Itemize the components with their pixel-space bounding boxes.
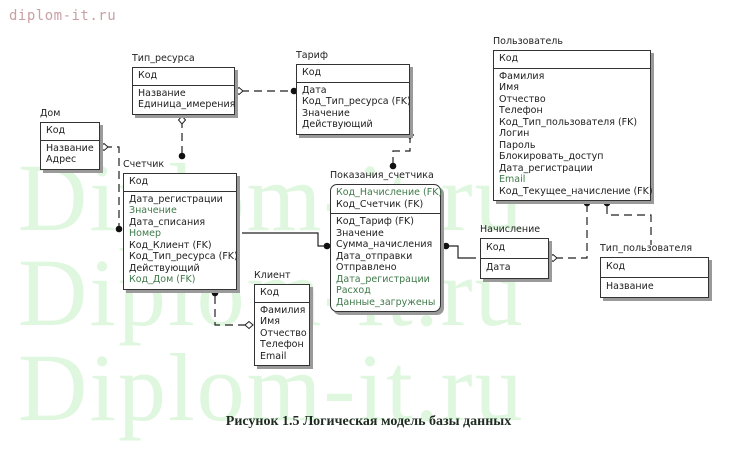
attribute-field: Код_Текущее_начисление (FK) (499, 185, 653, 197)
entity-title: Тариф (296, 50, 328, 61)
key-field: Код_Счетчик (FK) (336, 198, 424, 210)
entity-title: Тип_пользователя (600, 243, 693, 254)
attribute-field: Значение (336, 227, 384, 239)
attribute-field: Единица_имерения (138, 99, 236, 110)
rel-tarif-pokazaniya (392, 135, 411, 166)
entity-title: Показания_счетчика (330, 170, 434, 181)
key-field: Код (260, 287, 280, 298)
attribute-field: Действующий (302, 119, 373, 130)
entity-pokazaniya-schetchika[interactable]: Показания_счетчика Код_Начисление (FK) К… (330, 170, 443, 312)
dot-schetchik-left (115, 225, 123, 233)
attribute-field: Имя (260, 316, 280, 327)
attribute-field: Email (260, 350, 287, 362)
attribute-field: Дата_регистрации (129, 193, 223, 205)
attribute-field: Логин (499, 128, 530, 139)
key-field: Код_Начисление (FK) (336, 187, 443, 198)
dot-schetchik-top (178, 152, 186, 160)
attribute-field: Дата_регистрации (336, 273, 430, 285)
entity-tip-polzovatelya[interactable]: Тип_пользователя Код Название (600, 243, 709, 298)
attribute-field: Данные_загружены (336, 296, 436, 308)
attribute-field: Расход (336, 285, 371, 296)
dot-pokazaniya-left (323, 242, 331, 250)
dot-pokazaniya-top (389, 162, 397, 170)
attribute-field: Дата (302, 84, 327, 96)
entity-polzovatel[interactable]: Пользователь Код Фамилия Имя Отчество Те… (493, 36, 653, 201)
rel-dom-schetchik (104, 146, 120, 229)
attribute-field: Название (606, 280, 654, 292)
attribute-field: Код_Дом (FK) (129, 274, 196, 285)
diamond-dom-schetchik (99, 142, 109, 152)
attribute-field: Значение (129, 205, 177, 216)
attribute-field: Блокировать_доступ (499, 151, 604, 162)
dot-schetchik-bottom (211, 289, 219, 297)
dot-tarif (290, 87, 298, 95)
figure-caption: Рисунок 1.5 Логическая модель базы данны… (225, 414, 512, 429)
attribute-field: Дата_отправки (336, 250, 413, 262)
attribute-field: Номер (129, 228, 161, 239)
rel-tippolz-polzovatel (606, 206, 652, 245)
rel-pokazaniya-nachislenie (446, 245, 476, 259)
attribute-field: Сумма_начисления (336, 239, 433, 250)
diamond-nachislenie-polzovatel (548, 253, 558, 263)
entity-klient[interactable]: Клиент Код Фамилия Имя Отчество Телефон … (254, 270, 310, 366)
attribute-field: Действующий (129, 262, 200, 274)
attribute-field: Дата_регистрации (499, 162, 593, 174)
attribute-field: Отчество (260, 327, 307, 339)
attribute-field: Телефон (260, 339, 304, 350)
rel-schetchik-pokazaniya (242, 232, 327, 247)
dot-pokazaniya-right (442, 242, 450, 250)
watermark-site-header: diplom-it.ru (9, 8, 117, 24)
entity-title: Счетчик (123, 159, 165, 170)
key-field: Код (486, 242, 506, 253)
attribute-field: Телефон (499, 105, 543, 116)
attribute-field: Отправлено (336, 262, 397, 273)
entity-schetchik[interactable]: Счетчик Код Дата_регистрации Значение Да… (123, 159, 238, 290)
attribute-field: Дата (486, 261, 511, 273)
dot-polzovatel-2 (603, 199, 611, 207)
attribute-field: Отчество (499, 93, 546, 105)
key-field: Код (46, 125, 66, 136)
key-field: Код (302, 67, 322, 78)
attribute-field: Email (499, 174, 526, 185)
key-field: Код (499, 53, 519, 64)
attribute-field: Дата_списания (129, 216, 206, 228)
attribute-field: Код_Тип_ресурса (FK) (302, 96, 411, 107)
diamond-tipresursa-tarif (234, 86, 244, 96)
attribute-field: Код_Тип_пользователя (FK) (499, 116, 638, 128)
diamond-tipresursa-schetchik (177, 115, 187, 125)
key-field: Код (606, 261, 626, 272)
entity-title: Клиент (254, 270, 291, 281)
entity-title: Пользователь (493, 36, 563, 47)
attribute-field: Название (138, 87, 186, 99)
attribute-field: Фамилия (260, 304, 306, 316)
entity-title: Дом (40, 108, 61, 119)
attribute-field: Имя (499, 82, 519, 93)
rel-nachislenie-polzovatel (555, 206, 588, 259)
attribute-field: Название (46, 142, 94, 154)
attribute-field: Значение (302, 107, 350, 119)
attribute-field: Код_Тариф (FK) (336, 216, 414, 227)
attribute-field: Фамилия (499, 70, 545, 82)
rel-schetchik-klient (214, 296, 249, 326)
entity-nachislenie[interactable]: Начисление Код Дата (480, 224, 549, 279)
attribute-field: Адрес (46, 154, 77, 165)
entity-title: Тип_ресурса (132, 53, 195, 64)
key-field: Код (138, 70, 158, 81)
diamond-klient-schetchik (244, 320, 254, 330)
dot-polzovatel-1 (583, 199, 591, 207)
entity-tip-resursa[interactable]: Тип_ресурса Код Название Единица_имерени… (132, 53, 236, 115)
entity-dom[interactable]: Дом Код Название Адрес (40, 108, 100, 170)
attribute-field: Код_Клиент (FK) (129, 239, 212, 251)
attribute-field: Код_Тип_ресурса (FK) (129, 251, 238, 262)
entity-tarif[interactable]: Тариф Код Дата Код_Тип_ресурса (FK) Знач… (296, 50, 411, 135)
key-field: Код (129, 176, 149, 187)
entity-title: Начисление (480, 224, 541, 235)
attribute-field: Пароль (499, 139, 536, 151)
